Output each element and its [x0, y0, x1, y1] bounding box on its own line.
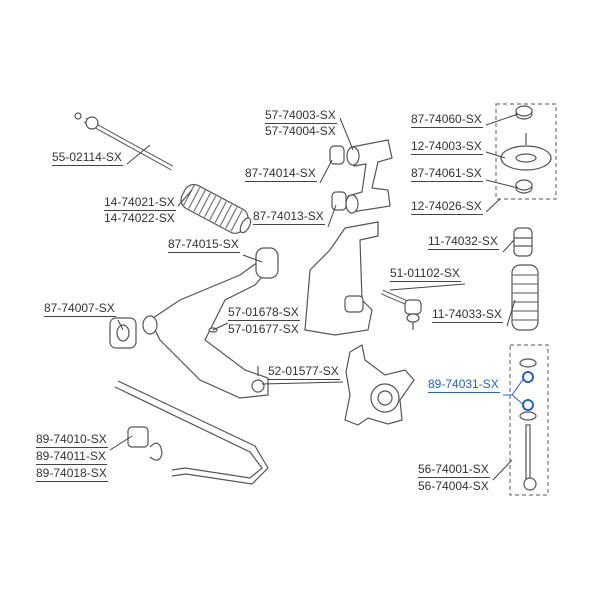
- part-label-11-74033[interactable]: 11-74033-SX: [432, 307, 503, 323]
- part-label-57-01678[interactable]: 57-01678-SX: [228, 305, 300, 321]
- part-label-56-74001[interactable]: 56-74001-SX: [418, 462, 490, 478]
- part-label-87-74060[interactable]: 87-74060-SX: [411, 112, 483, 128]
- part-label-55-02114[interactable]: 55-02114-SX: [52, 150, 123, 166]
- part-label-89-74018[interactable]: 89-74018-SX: [36, 466, 108, 482]
- part-label-51-01102[interactable]: 51-01102-SX: [390, 266, 461, 282]
- part-label-12-74003[interactable]: 12-74003-SX: [411, 139, 483, 155]
- stabilizer-bar: [114, 380, 269, 485]
- part-label-14-74022[interactable]: 14-74022-SX: [104, 211, 175, 225]
- part-label-89-74031-highlighted[interactable]: 89-74031-SX: [428, 377, 500, 393]
- stabilizer-link: [519, 358, 537, 491]
- part-label-57-74003[interactable]: 57-74003-SX: [265, 108, 337, 124]
- part-label-89-74011[interactable]: 89-74011-SX: [36, 449, 107, 465]
- bushing: [109, 317, 137, 349]
- bump-stop: [513, 227, 533, 257]
- part-label-56-74004[interactable]: 56-74004-SX: [418, 479, 489, 493]
- steering-boot: [180, 183, 252, 234]
- part-label-87-74014[interactable]: 87-74014-SX: [245, 166, 317, 182]
- steering-knuckle: [344, 344, 415, 426]
- dust-boot: [511, 264, 539, 331]
- tie-rod-end-outer: [381, 289, 422, 330]
- stabilizer-bushing: [127, 426, 163, 461]
- strut-mount: [500, 105, 552, 194]
- part-label-12-74026[interactable]: 12-74026-SX: [411, 199, 483, 215]
- tie-rod-end: [74, 112, 174, 171]
- part-label-87-74013[interactable]: 87-74013-SX: [253, 209, 325, 225]
- part-label-52-01577[interactable]: 52-01577-SX: [268, 364, 340, 380]
- part-label-87-74015[interactable]: 87-74015-SX: [168, 237, 240, 253]
- part-label-87-74007[interactable]: 87-74007-SX: [44, 301, 116, 317]
- lower-control-arm: [142, 247, 279, 399]
- part-label-87-74061[interactable]: 87-74061-SX: [411, 166, 483, 182]
- upper-arm: [329, 139, 393, 214]
- part-label-57-01677[interactable]: 57-01677-SX: [228, 322, 299, 336]
- part-label-14-74021[interactable]: 14-74021-SX: [104, 195, 176, 211]
- part-label-11-74032[interactable]: 11-74032-SX: [428, 234, 499, 250]
- part-label-89-74010[interactable]: 89-74010-SX: [36, 432, 108, 448]
- part-label-57-74004[interactable]: 57-74004-SX: [265, 124, 336, 138]
- steering-knuckle-upper: [304, 221, 379, 336]
